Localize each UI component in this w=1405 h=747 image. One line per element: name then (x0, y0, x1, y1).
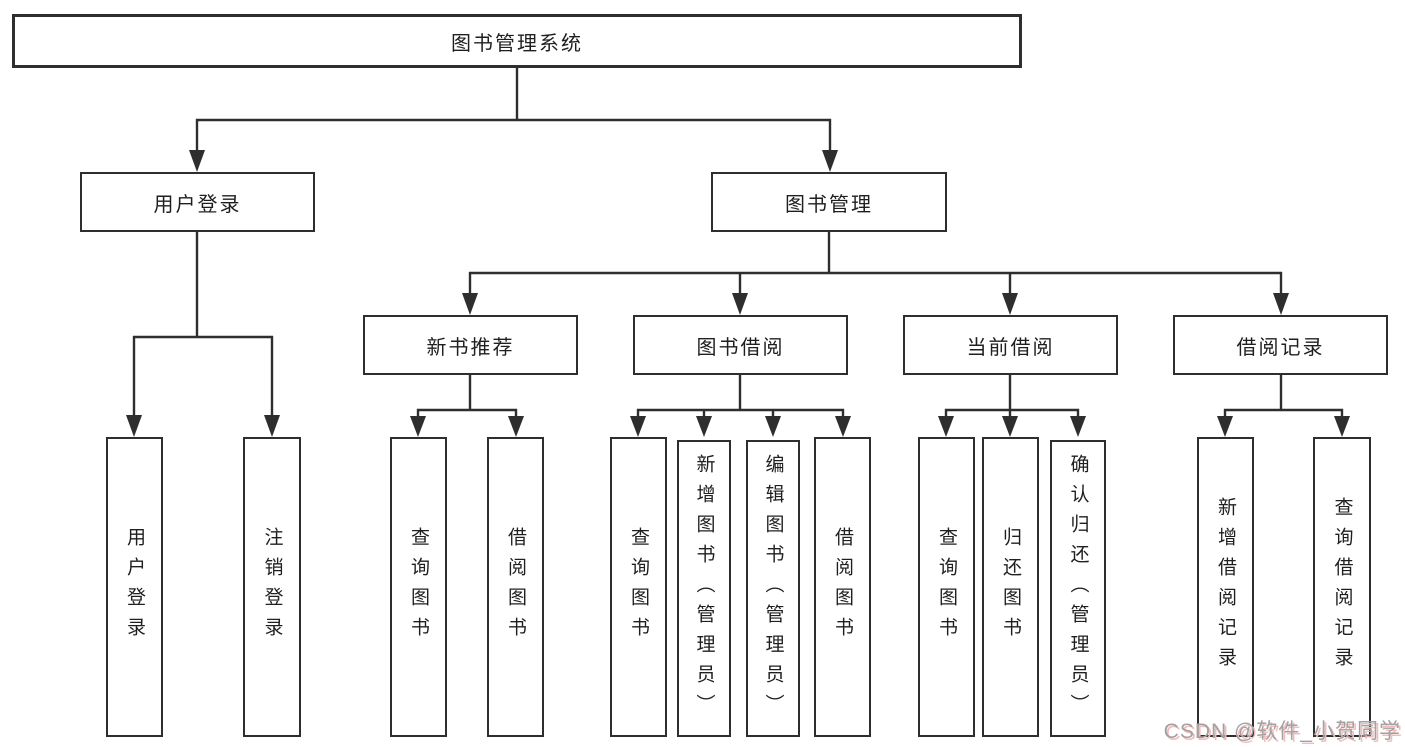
leaf-logout: 注销登录 (243, 437, 301, 737)
leaf-records-add-record: 新增借阅记录 (1197, 437, 1254, 737)
node-current-borrow: 当前借阅 (903, 315, 1118, 375)
leaf-records-query-record-label: 查询借阅记录 (1331, 497, 1353, 677)
leaf-current-return-books: 归还图书 (982, 437, 1039, 737)
leaf-borrow-query-books-label: 查询图书 (628, 527, 649, 647)
leaf-current-return-books-label: 归还图书 (1000, 527, 1021, 647)
connector-borrow-records-to-leaves (1217, 375, 1350, 437)
leaf-current-query-books-label: 查询图书 (936, 527, 957, 647)
node-book-management: 图书管理 (711, 172, 947, 232)
leaf-borrow-add-books-admin-label: 新增图书（管理员） (693, 453, 715, 724)
connector-current-borrow-to-leaves (938, 375, 1086, 437)
node-borrow-records: 借阅记录 (1173, 315, 1388, 375)
node-book-borrow: 图书借阅 (633, 315, 848, 375)
leaf-current-confirm-return-admin: 确认归还（管理员） (1050, 440, 1106, 737)
leaf-borrow-query-books: 查询图书 (610, 437, 667, 737)
connector-new-book-recommend-to-leaves (410, 375, 524, 437)
leaf-recommend-query-books-label: 查询图书 (408, 527, 429, 647)
leaf-logout-label: 注销登录 (261, 527, 283, 647)
connector-book-borrow-to-leaves (630, 375, 851, 437)
leaf-user-login: 用户登录 (106, 437, 163, 737)
connector-user-login-to-leaves (126, 232, 280, 437)
leaf-records-query-record: 查询借阅记录 (1313, 437, 1371, 737)
leaf-current-confirm-return-admin-label: 确认归还（管理员） (1067, 453, 1089, 724)
connector-book-management-to-level3 (462, 232, 1289, 315)
leaf-borrow-edit-books-admin: 编辑图书（管理员） (746, 440, 800, 737)
leaf-borrow-edit-books-admin-label: 编辑图书（管理员） (762, 453, 784, 724)
node-root: 图书管理系统 (12, 14, 1022, 68)
leaf-recommend-borrow-books-label: 借阅图书 (505, 527, 526, 647)
node-user-login: 用户登录 (80, 172, 315, 232)
watermark: CSDN @软件_小贺同学 (1163, 720, 1401, 743)
leaf-borrow-borrow-books: 借阅图书 (814, 437, 871, 737)
leaf-user-login-label: 用户登录 (124, 527, 145, 647)
connector-root-to-level2 (189, 68, 838, 172)
leaf-borrow-add-books-admin: 新增图书（管理员） (677, 440, 731, 737)
node-new-book-recommend: 新书推荐 (363, 315, 578, 375)
leaf-current-query-books: 查询图书 (918, 437, 975, 737)
leaf-borrow-borrow-books-label: 借阅图书 (832, 527, 853, 647)
leaf-records-add-record-label: 新增借阅记录 (1215, 497, 1236, 677)
leaf-recommend-borrow-books: 借阅图书 (487, 437, 544, 737)
leaf-recommend-query-books: 查询图书 (390, 437, 447, 737)
